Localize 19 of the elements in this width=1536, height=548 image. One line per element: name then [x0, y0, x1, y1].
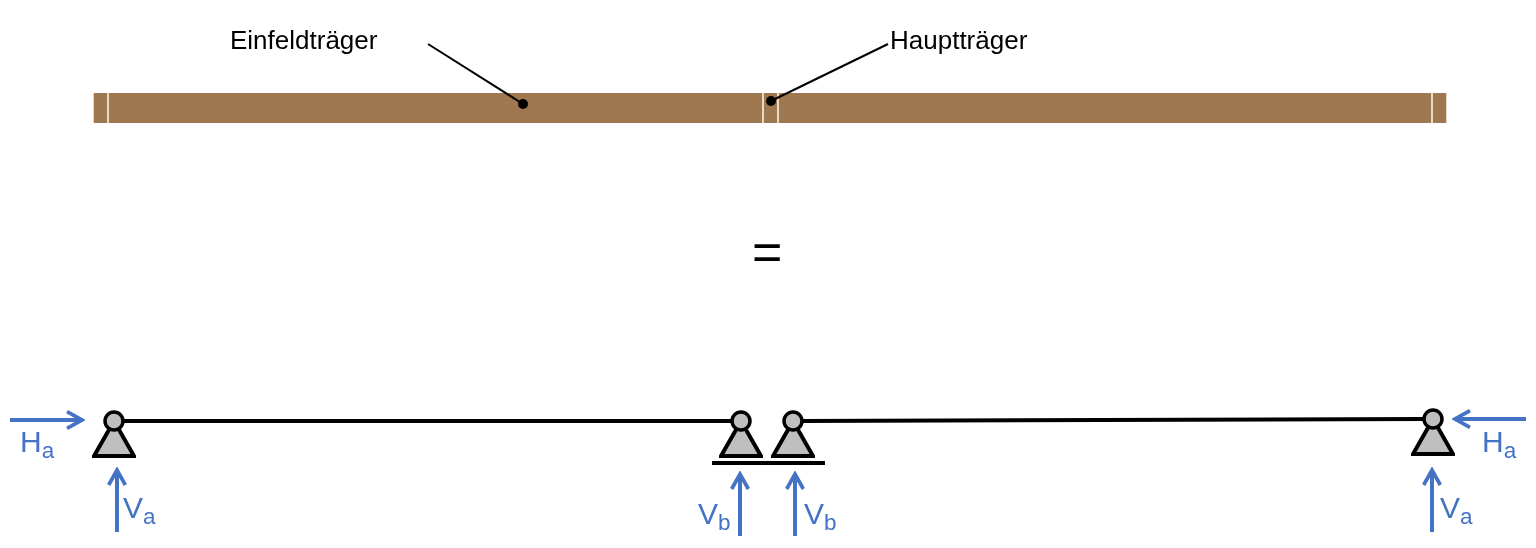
part-label: Einfeldträger — [230, 22, 426, 58]
pinned-support-symbol — [1411, 408, 1455, 456]
pinned-support-symbol — [771, 410, 815, 458]
force-label: V$_{b}$ — [804, 496, 837, 532]
force-label: V$_{b}$ — [698, 496, 731, 532]
part-label: Hauptträger — [890, 22, 1076, 58]
beam-segment — [1432, 93, 1447, 123]
force-label: H$_{a}$ — [20, 424, 55, 460]
leader-line — [766, 43, 889, 106]
equals-sign: = — [752, 222, 783, 282]
beam-segment — [108, 93, 763, 123]
pinned-support-symbol — [92, 410, 136, 458]
force-label: V$_{a}$ — [1440, 490, 1473, 526]
pinned-support-symbol — [719, 410, 763, 458]
force-label: V$_{a}$ — [123, 490, 156, 526]
beam-segment — [778, 93, 1432, 123]
force-label: H$_{a}$ — [1482, 424, 1517, 460]
leader-line — [427, 43, 528, 109]
beam-segment — [93, 93, 108, 123]
